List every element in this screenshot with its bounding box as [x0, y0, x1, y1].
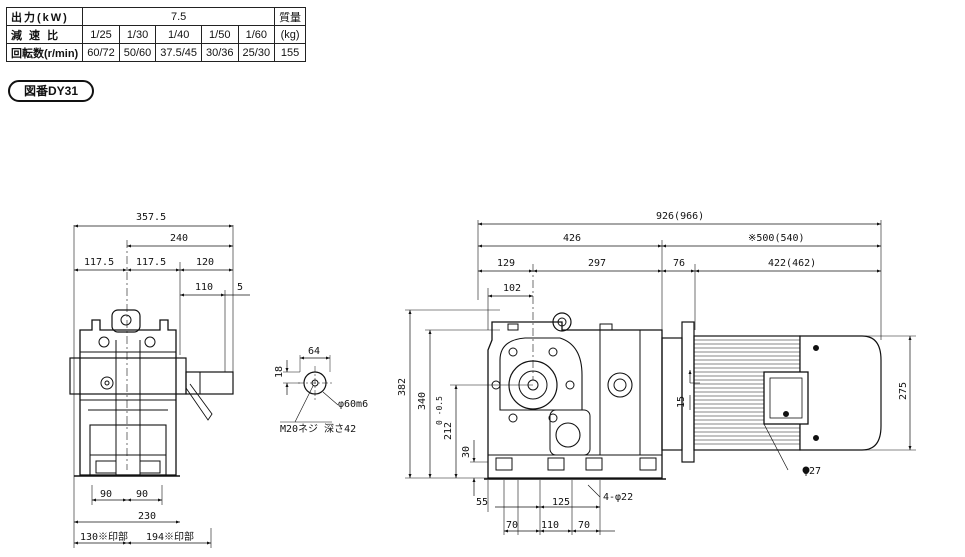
dim-70-left: 70	[506, 520, 518, 531]
speed-cell: 60/72	[82, 43, 120, 62]
dim-70-right: 70	[578, 520, 590, 531]
speed-cell: 37.5/45	[155, 43, 202, 62]
side-view-labels: 926(966) 426 ※500(540) 129 297 76 422(46…	[397, 211, 909, 531]
dim-340: 340	[417, 392, 428, 410]
speed-cell: 25/30	[237, 43, 276, 62]
dim-422: 422(462)	[768, 258, 816, 269]
speed-label: 回転数(r/min)	[5, 43, 84, 62]
holes-label: 4-φ22	[603, 492, 633, 503]
dim-110: 110	[195, 282, 213, 293]
dim-240: 240	[170, 233, 188, 244]
dim-90-left: 90	[100, 489, 112, 500]
dim-5: 5	[237, 282, 243, 293]
dim-230: 230	[138, 511, 156, 522]
dim-overall-width: 357.5	[136, 212, 166, 223]
dim-297: 297	[588, 258, 606, 269]
weight-unit: (kg)	[274, 25, 307, 44]
tap-label: M20ネジ 深さ42	[280, 423, 356, 435]
dim-129: 129	[497, 258, 515, 269]
shaft-detail-labels: 64 18 φ60m6 M20ネジ 深さ42	[274, 346, 368, 435]
weight-value: 155	[274, 43, 307, 62]
dim-110-bottom: 110	[541, 520, 559, 531]
dim-130: 130※印部	[80, 530, 128, 543]
ratio-cell: 1/25	[82, 25, 120, 44]
front-view	[69, 224, 250, 548]
shaft-diameter-label: φ60m6	[338, 399, 368, 410]
dim-275: 275	[898, 382, 909, 400]
dim-426: 426	[563, 233, 581, 244]
dim-194: 194※印部	[146, 530, 194, 543]
dim-125: 125	[552, 497, 570, 508]
dim-phi27: φ27	[803, 466, 821, 477]
dim-90-right: 90	[136, 489, 148, 500]
dim-212-tolerance: 0 -0.5	[435, 396, 444, 425]
drawing-id-badge: 図番DY31	[8, 80, 94, 102]
dim-120: 120	[196, 257, 214, 268]
dim-15: 15	[676, 396, 687, 408]
dim-55: 55	[476, 497, 488, 508]
dim-117-right: 117.5	[136, 257, 166, 268]
dim-500: ※500(540)	[748, 233, 805, 244]
dim-18: 18	[274, 366, 285, 378]
dim-212: 212	[443, 422, 454, 440]
front-view-labels: 357.5 240 117.5 117.5 120 110 5 90 90 23…	[80, 212, 243, 543]
dim-382: 382	[397, 378, 408, 396]
spec-table: 出力(kW) 7.5 質量 減 速 比 1/25 1/30 1/40 1/50 …	[5, 7, 307, 62]
dim-30: 30	[461, 446, 472, 458]
dim-76: 76	[673, 258, 685, 269]
dim-117-left: 117.5	[84, 257, 114, 268]
side-view	[405, 220, 916, 535]
dim-overall-length: 926(966)	[656, 211, 704, 222]
shaft-detail	[280, 355, 339, 423]
speed-cell: 30/36	[201, 43, 239, 62]
dim-64: 64	[308, 346, 320, 357]
dim-102: 102	[503, 283, 521, 294]
speed-cell: 50/60	[118, 43, 157, 62]
